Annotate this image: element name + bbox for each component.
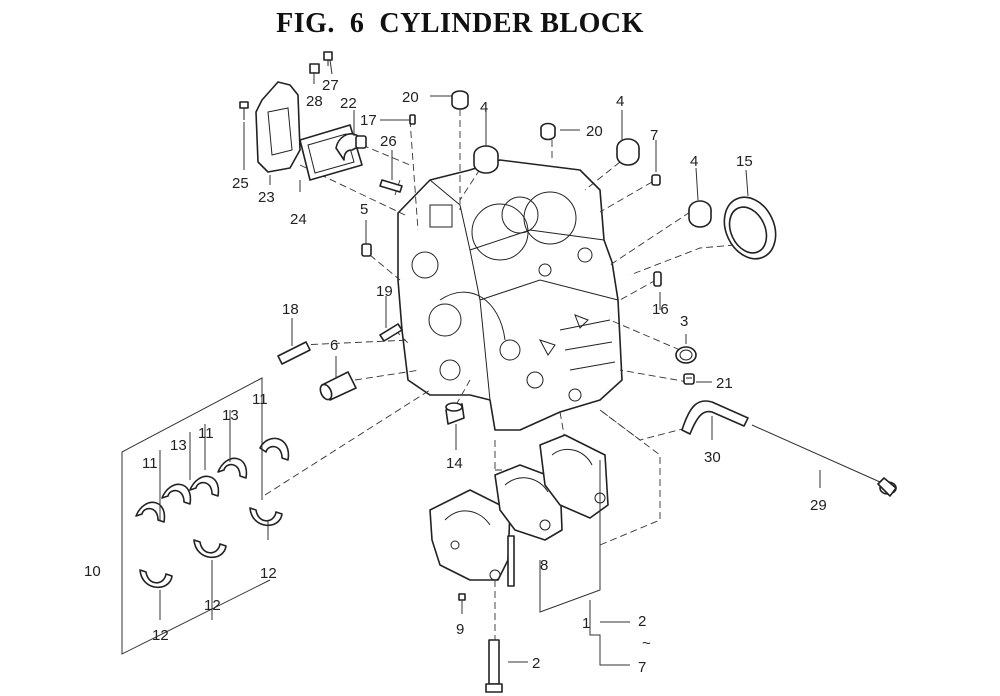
callout-2-range-start: 2 — [638, 613, 646, 630]
callout-13-top: 13 — [222, 407, 239, 424]
part-20-plug-right — [540, 122, 556, 141]
part-25-bolt — [239, 101, 249, 120]
callout-range-separator: ~ — [642, 635, 651, 652]
callout-4-right: 4 — [690, 153, 698, 170]
callout-19: 19 — [376, 283, 393, 300]
callout-12-mid: 12 — [204, 597, 221, 614]
callout-16: 16 — [652, 301, 669, 318]
callout-12-right: 12 — [260, 565, 277, 582]
figure-title: FIG. 6 CYLINDER BLOCK — [276, 8, 644, 39]
part-15-sleeve — [445, 402, 465, 425]
part-17-pin — [409, 114, 416, 125]
callout-5: 5 — [360, 201, 368, 218]
callout-1: 1 — [582, 615, 590, 632]
callout-21: 21 — [716, 375, 733, 392]
callout-13-mid: 13 — [170, 437, 187, 454]
callout-25: 25 — [232, 175, 249, 192]
callout-2-bolt: 2 — [532, 655, 540, 672]
part-23-cover — [255, 81, 301, 173]
callout-6: 6 — [330, 337, 338, 354]
part-8-stud — [507, 535, 515, 587]
part-2-bolt — [485, 639, 503, 693]
callout-18: 18 — [282, 301, 299, 318]
part-4-plug-left — [473, 145, 499, 174]
callout-11-top: 11 — [252, 391, 268, 408]
callout-22: 22 — [340, 95, 357, 112]
callout-26: 26 — [380, 133, 397, 150]
bearing-set — [135, 437, 290, 589]
callout-15: 14 — [446, 455, 463, 472]
part-9-screw — [458, 593, 466, 601]
part-20-plug-top — [451, 90, 469, 110]
part-19-stud — [379, 323, 403, 342]
part-26-stud — [379, 179, 403, 193]
callout-9: 9 — [456, 621, 464, 638]
part-4-plug-mid — [616, 138, 640, 166]
bearing-group-leaders — [121, 377, 271, 655]
callout-29: 29 — [810, 497, 827, 514]
bearing-cap-front — [429, 489, 511, 581]
callout-3: 3 — [680, 313, 688, 330]
part-27-bolt — [323, 51, 333, 66]
callout-12-left: 12 — [152, 627, 169, 644]
part-21-plug — [683, 373, 695, 385]
callout-28: 28 — [306, 93, 323, 110]
callout-20-top: 20 — [402, 89, 419, 106]
part-7-dowel-top — [651, 174, 661, 186]
part-4-plug-right — [688, 200, 712, 228]
part-28-nut — [309, 63, 320, 74]
callout-11-left: 11 — [142, 455, 158, 472]
part-16-dowel — [653, 271, 662, 287]
callout-7-range-end: 7 — [638, 659, 646, 676]
callout-17: 17 — [360, 112, 377, 129]
callout-10: 10 — [84, 563, 101, 580]
callout-4-mid: 4 — [616, 93, 624, 110]
callout-11-mid: 11 — [198, 425, 214, 442]
callout-30: 30 — [704, 449, 721, 466]
callout-24: 24 — [290, 211, 307, 228]
part-3-plug — [675, 346, 697, 364]
leader-lines — [243, 59, 821, 666]
callout-27: 27 — [322, 77, 339, 94]
part-29-dipstick — [751, 424, 897, 497]
part-22-elbow-fitting — [335, 133, 367, 161]
callout-7-top: 7 — [650, 127, 658, 144]
part-6-sleeve — [319, 371, 357, 401]
part-18-stud — [277, 341, 311, 365]
bearing-cap-rear — [539, 434, 609, 519]
part-30-dipstick-guide — [681, 400, 749, 435]
callout-14: 15 — [736, 153, 753, 170]
callout-8: 8 — [540, 557, 548, 574]
part-14-oil-seal — [723, 196, 777, 260]
callout-20-right: 20 — [586, 123, 603, 140]
callout-23: 23 — [258, 189, 275, 206]
callout-labels: 20 20 17 4 4 7 4 15 22 28 27 26 25 23 24… — [84, 77, 827, 676]
cylinder-block — [397, 159, 623, 431]
callout-4-left: 4 — [480, 99, 488, 116]
part-5-plug — [361, 243, 372, 257]
